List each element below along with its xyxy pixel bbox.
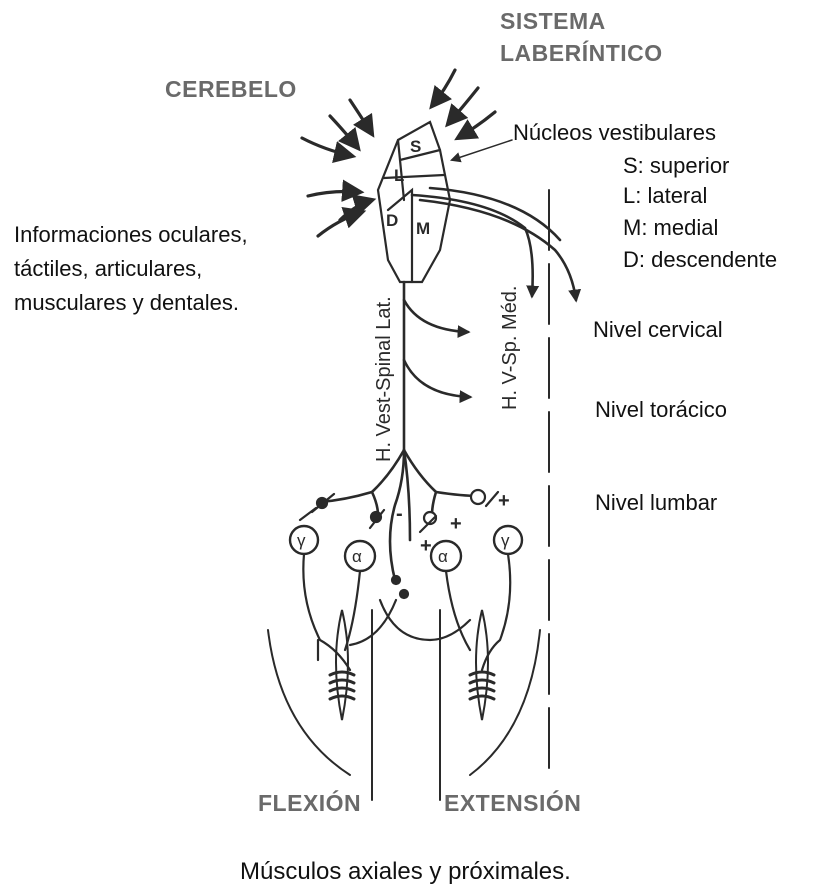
sign-plus-2: + bbox=[450, 513, 462, 535]
muscle-spindles bbox=[330, 610, 494, 720]
alpha-right: α bbox=[438, 547, 448, 566]
sistema-label-line1: SISTEMA bbox=[500, 8, 606, 35]
nucleo-superior: S: superior bbox=[623, 153, 729, 179]
lateral-tract-trunk bbox=[320, 282, 480, 580]
medial-tract-fibers bbox=[412, 188, 576, 300]
info-line1: Informaciones oculares, bbox=[14, 222, 248, 248]
tract-medial-label: H. V-Sp. Méd. bbox=[499, 286, 521, 411]
nucleus-letter-s: S bbox=[410, 137, 421, 156]
nucleus-letter-l: L bbox=[394, 166, 404, 185]
nivel-cervical-label: Nivel cervical bbox=[593, 317, 723, 343]
motoneurons bbox=[290, 526, 522, 571]
nucleus-letter-d: D bbox=[386, 211, 398, 230]
nucleo-descendente: D: descendente bbox=[623, 247, 777, 273]
labyrinth-input-arrows bbox=[432, 70, 495, 138]
flexion-label: FLEXIÓN bbox=[258, 790, 361, 817]
nucleos-pointer bbox=[452, 140, 512, 160]
tract-lateral-label: H. Vest-Spinal Lat. bbox=[373, 296, 395, 462]
alpha-left: α bbox=[352, 547, 362, 566]
sensory-input-arrows bbox=[308, 192, 372, 237]
musculos-caption: Músculos axiales y próximales. bbox=[240, 858, 571, 886]
nivel-lumbar-label: Nivel lumbar bbox=[595, 490, 717, 516]
sistema-label-line2: LABERÍNTICO bbox=[500, 40, 663, 67]
cerebellum-input-arrows bbox=[302, 100, 372, 156]
efferent-fibers bbox=[303, 554, 510, 670]
nucleo-lateral: L: lateral bbox=[623, 183, 707, 209]
gamma-left: γ bbox=[297, 531, 306, 550]
nucleo-medial: M: medial bbox=[623, 215, 718, 241]
sign-plus-1: + bbox=[498, 490, 510, 512]
info-line3: musculares y dentales. bbox=[14, 290, 239, 316]
sign-minus-1: - bbox=[396, 503, 403, 525]
nivel-toracico-label: Nivel torácico bbox=[595, 397, 727, 423]
sign-plus-3: + bbox=[420, 535, 432, 557]
nucleos-title: Núcleos vestibulares bbox=[513, 120, 716, 146]
extension-label: EXTENSIÓN bbox=[444, 790, 581, 817]
nucleus-letter-m: M bbox=[416, 219, 430, 238]
body-outline bbox=[268, 610, 540, 800]
gamma-right: γ bbox=[501, 531, 510, 550]
info-line2: táctiles, articulares, bbox=[14, 256, 202, 282]
cerebelo-label: CEREBELO bbox=[165, 76, 297, 103]
